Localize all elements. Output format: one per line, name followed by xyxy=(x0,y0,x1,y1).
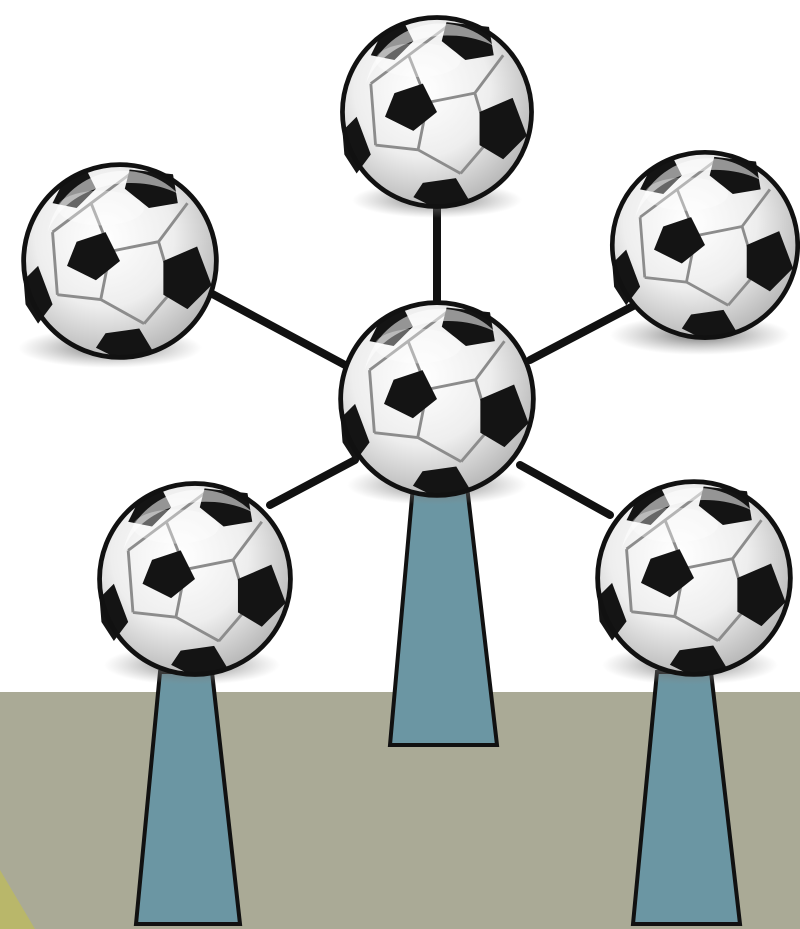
connector-upper-left xyxy=(205,290,345,365)
soccer-ball-icon xyxy=(24,165,217,358)
soccer-ball-icon xyxy=(100,484,291,675)
connector-lower-left xyxy=(270,460,355,505)
soccer-ball-icon xyxy=(342,17,531,206)
soccer-ball-icon xyxy=(598,482,791,675)
soccer-ball-icon xyxy=(341,303,534,496)
soccer-ball-icon xyxy=(612,152,797,337)
connector-lower-right xyxy=(520,465,610,515)
pillar-center xyxy=(390,486,497,745)
